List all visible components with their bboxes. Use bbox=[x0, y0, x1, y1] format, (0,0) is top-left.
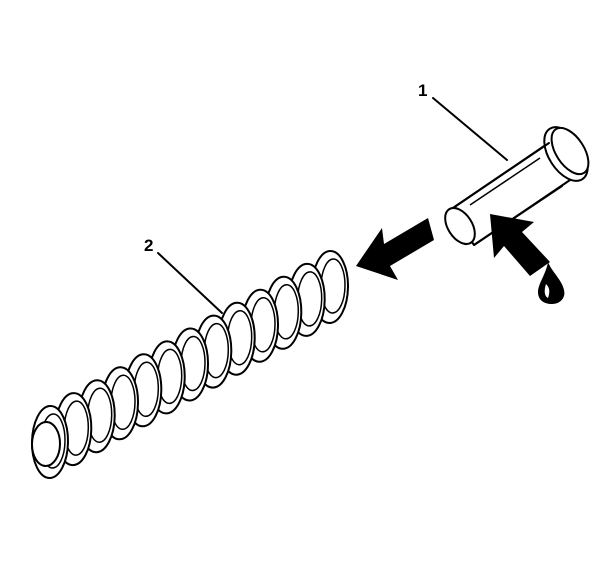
spring-part bbox=[30, 250, 350, 479]
spring-end-front bbox=[30, 421, 62, 467]
pin-part bbox=[444, 126, 590, 246]
callout-1-label: 1 bbox=[418, 81, 427, 100]
oil-drop-icon bbox=[538, 262, 565, 304]
callout-2-label: 2 bbox=[144, 236, 153, 255]
callout-2: 2 bbox=[144, 236, 223, 314]
arrow-left-icon bbox=[356, 218, 434, 280]
callout-1: 1 bbox=[418, 81, 508, 161]
arrow-push-icon bbox=[490, 214, 550, 276]
